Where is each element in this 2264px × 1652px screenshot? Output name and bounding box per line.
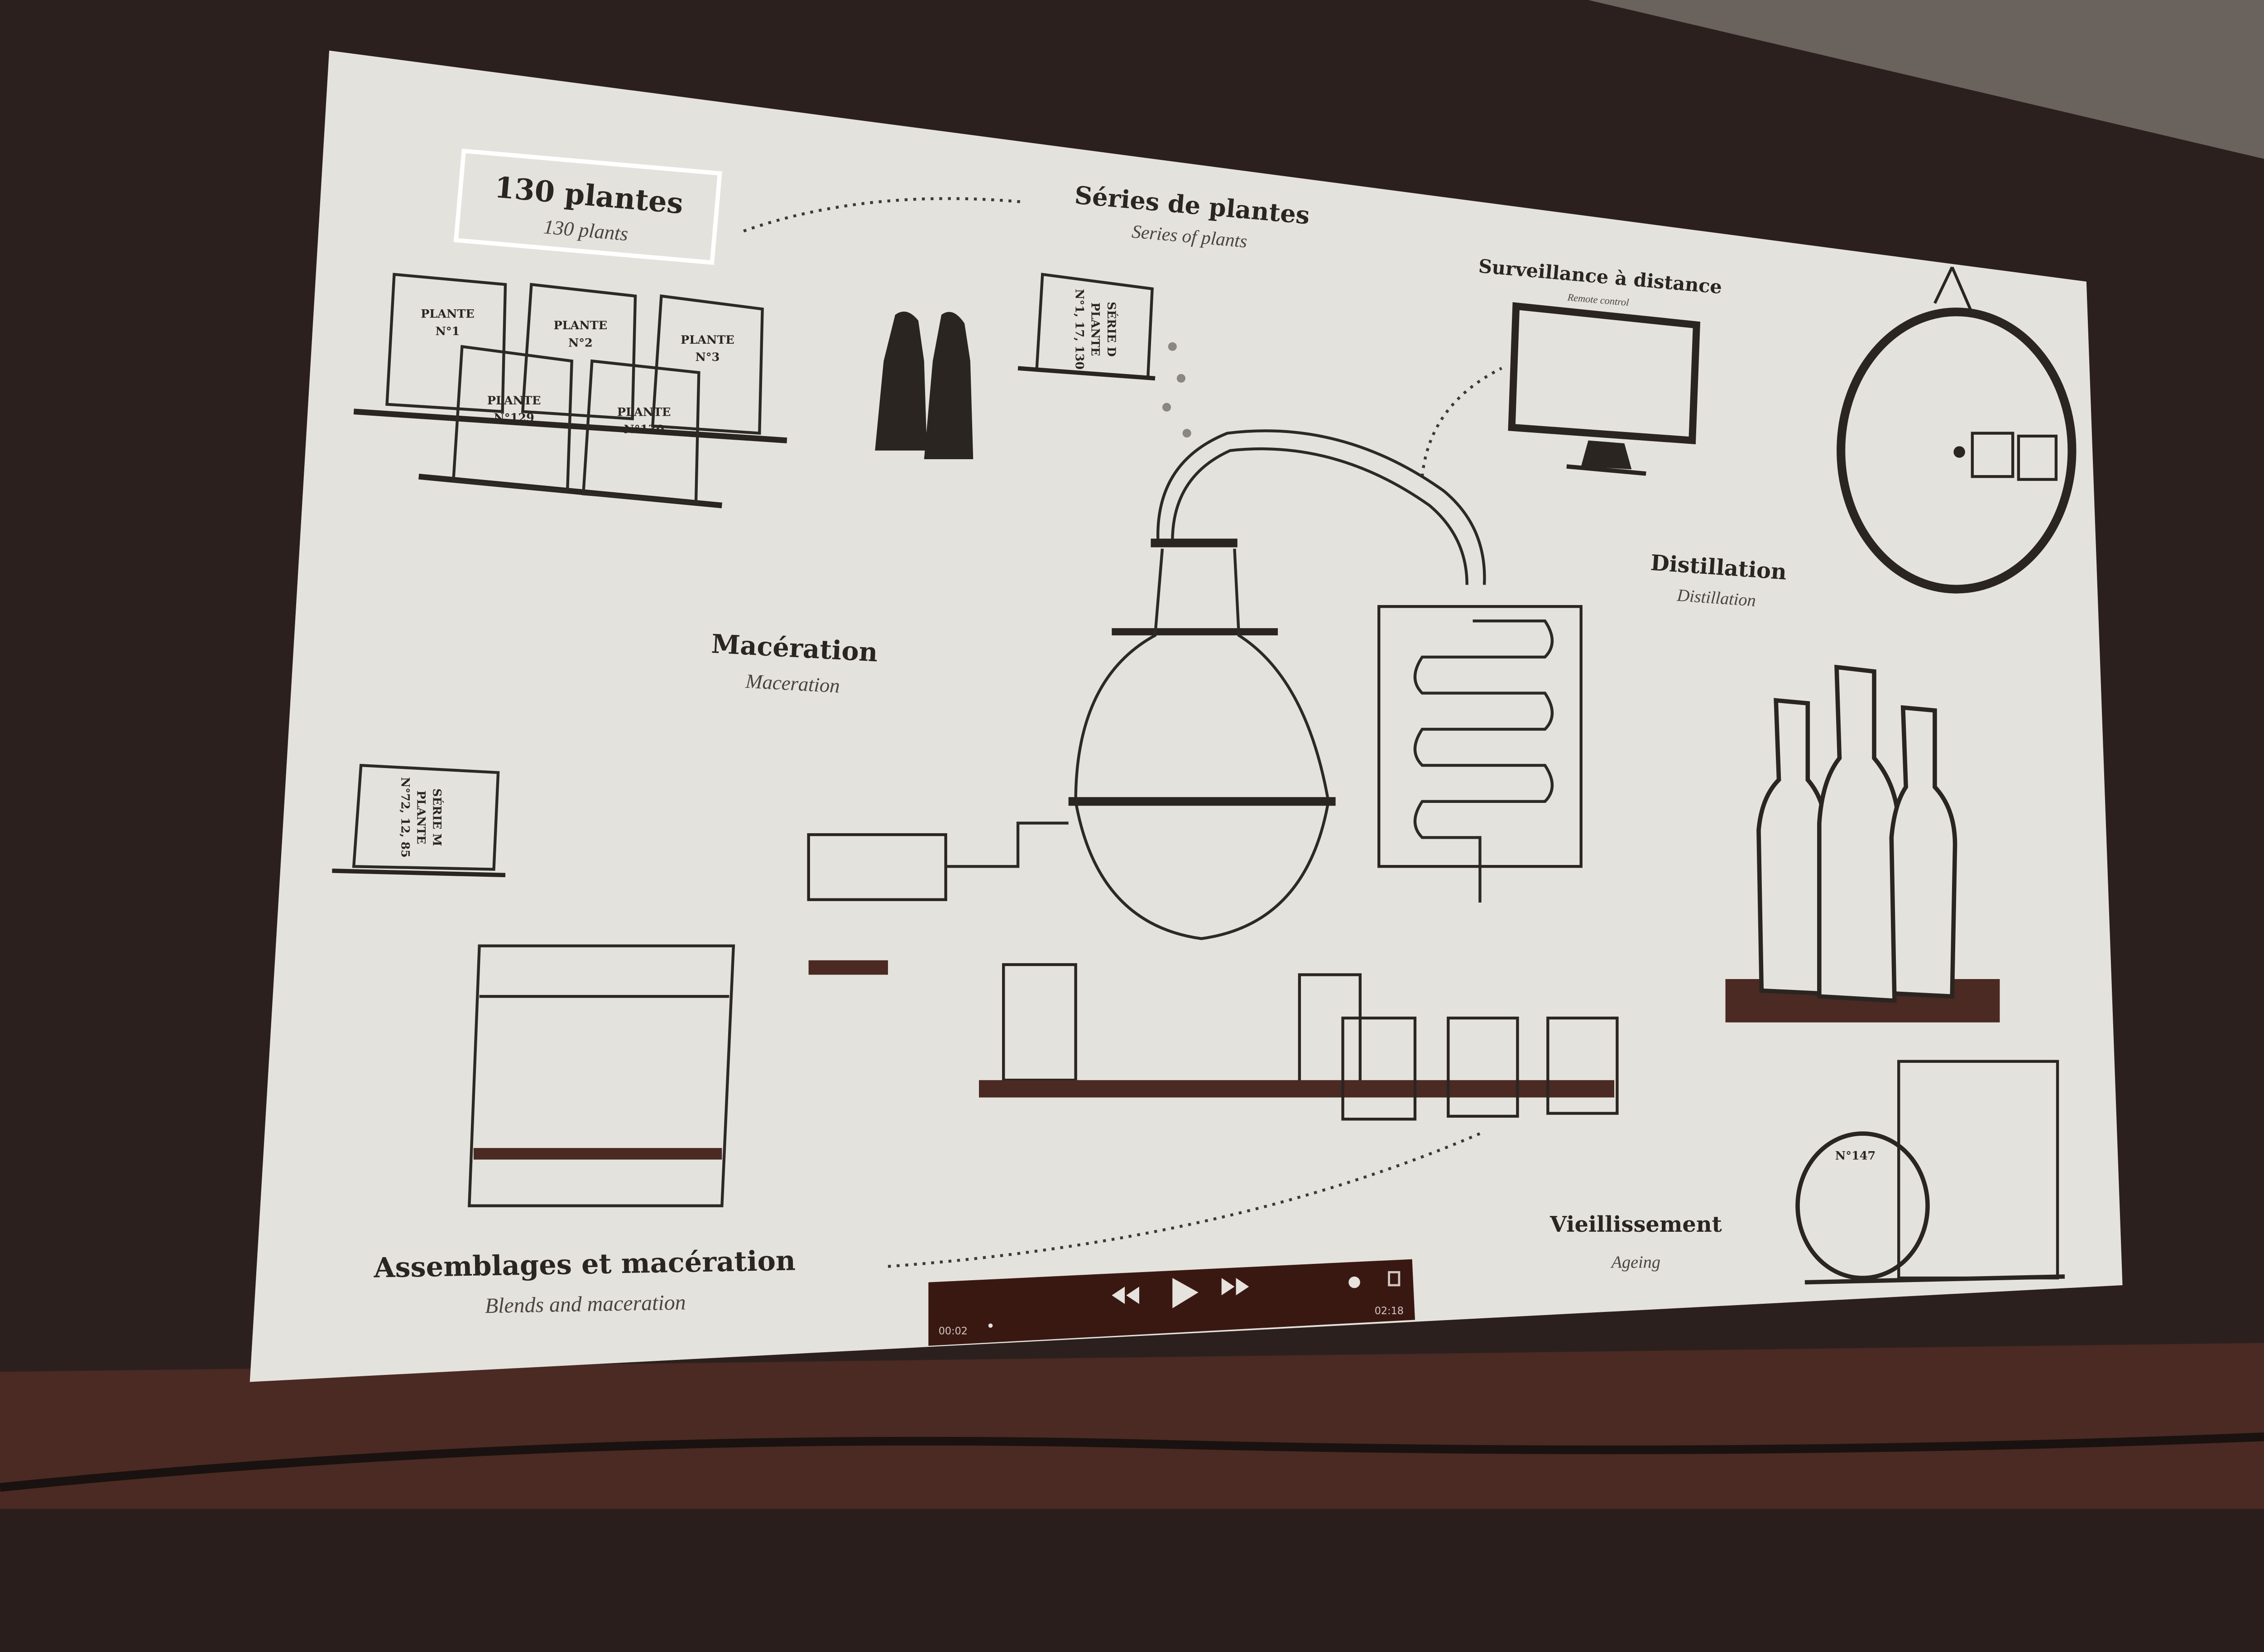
cask-illustration: N°147 [1795,1060,2065,1285]
maceration-subtitle: Maceration [745,670,841,697]
elapsed-time: 00:02 [939,1325,968,1337]
bag-1: PLANTE N°1 [385,273,507,413]
railing [0,1432,2264,1492]
series-m-plante: PLANTE [414,791,428,845]
still-illustration [807,429,1619,1121]
series-d-bag: SÉRIE D PLANTE N°1, 17, 130 [1017,273,1191,438]
bag-129: PLANTE N°129 [451,345,574,493]
bag-label: PLANTE [421,307,475,321]
rewind-icon[interactable] [1112,1287,1139,1304]
bottles-illustration [1725,664,2000,1023]
bag-number: N°129 [494,411,534,425]
volume-icon[interactable] [1348,1276,1360,1288]
progress-handle[interactable] [988,1323,993,1328]
room-floor-glow [0,1343,2264,1509]
series-m-numbers: N°72, 12, 85 [398,777,412,858]
fast-forward-icon[interactable] [1221,1278,1249,1296]
bag-label: PLANTE [554,319,608,332]
monitor-icon [1508,302,1701,476]
ceiling-beam [1588,0,2264,159]
blends-title: Assemblages et macération [373,1244,796,1284]
bag-label: PLANTE [487,394,541,408]
plant-bags: PLANTE N°1 PLANTE N°2 PLANTE N°3 PLANTE N°12… [353,273,787,509]
connector-line [1420,367,1502,477]
clock-icon [1837,266,2077,594]
bag-number: N°2 [568,336,593,350]
blends-subtitle: Blends and maceration [484,1291,686,1318]
ageing-title: Vieillissement [1549,1212,1722,1237]
bag-3: PLANTE N°3 [651,294,764,435]
bag-number: N°3 [696,351,720,364]
maceration-vat [468,944,735,1207]
remaining-time: 02:18 [1375,1305,1404,1317]
series-d-numbers: N°1, 17, 130 [1073,289,1086,370]
bag-2: PLANTE N°2 [521,283,637,421]
series-d-plante: PLANTE [1089,303,1102,356]
bag-label: PLANTE [617,405,671,419]
connector-line [743,197,1026,233]
fullscreen-icon[interactable] [1388,1271,1401,1287]
video-player-controls[interactable]: 00:02 02:18 [928,1259,1415,1346]
ageing-subtitle: Ageing [1610,1253,1660,1272]
bag-label: PLANTE [681,333,734,347]
connector-line [887,1132,1481,1268]
bag-130: PLANTE N°130 [581,359,700,504]
bag-number: N°130 [624,423,664,437]
series-m-label: SÉRIE M [430,788,445,846]
series-m-bag: SÉRIE M PLANTE N°72, 12, 85 [332,764,506,878]
bag-number: N°1 [436,325,460,338]
monks-illustration [875,311,974,460]
series-d-label: SÉRIE D [1104,302,1119,356]
cask-label: N°147 [1835,1149,1875,1163]
play-icon[interactable] [1172,1278,1199,1309]
